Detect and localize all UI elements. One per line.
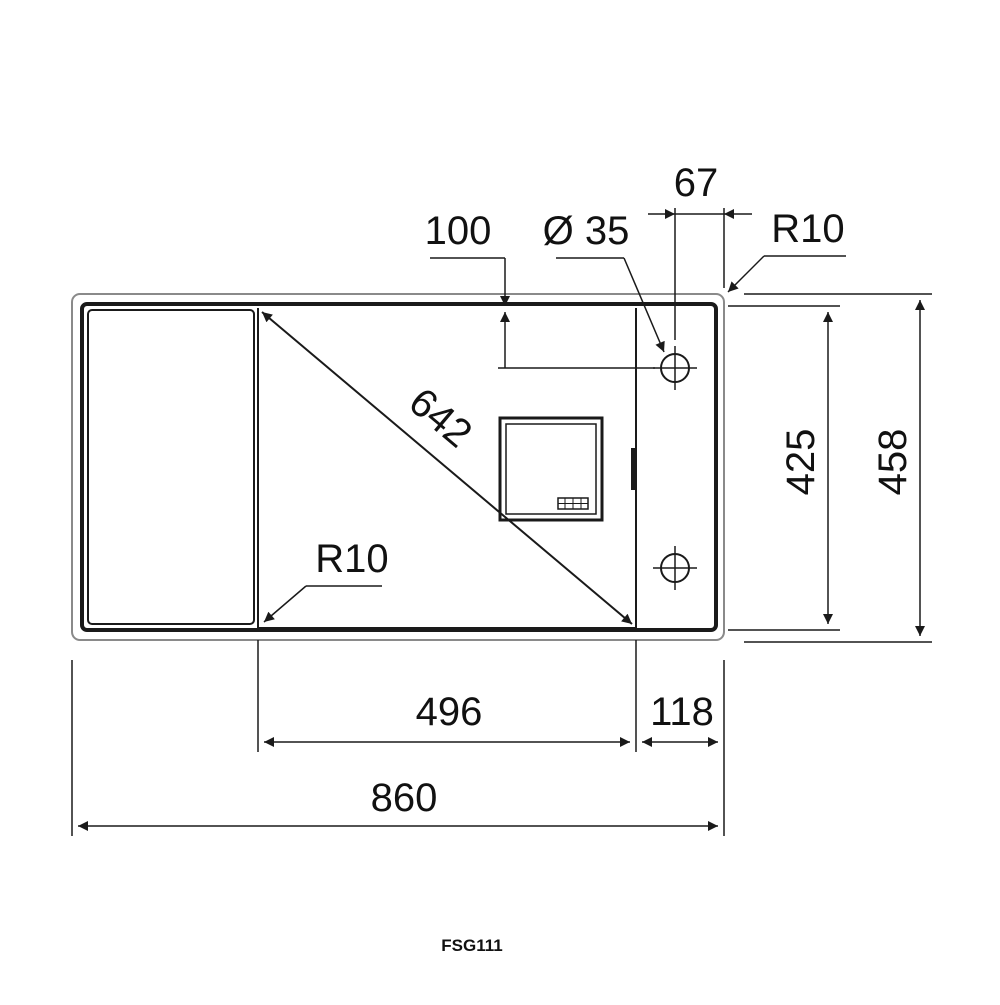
dimension-tap-ledge: 118 — [642, 660, 725, 836]
tap-offset-label: 100 — [425, 209, 492, 253]
tap-hole-bottom — [653, 546, 697, 590]
dimension-radius-bowl: R10 — [263, 537, 389, 623]
tap-hole-top — [653, 346, 697, 390]
sink-inner-rim — [80, 302, 718, 632]
tap-diameter-label: Ø 35 — [543, 209, 630, 253]
overall-depth-label: 458 — [871, 429, 915, 496]
tap-ledge-label: 118 — [650, 690, 714, 734]
overall-width-label: 860 — [371, 776, 438, 820]
dimension-tap-offset: 100 — [425, 209, 655, 369]
dimension-bowl-depth: 425 — [728, 305, 840, 631]
bowl-depth-label: 425 — [779, 429, 823, 496]
diagonal-label: 642 — [401, 380, 480, 457]
bowl-width-label: 496 — [416, 690, 483, 734]
radius-bowl-label: R10 — [315, 537, 388, 581]
radius-outer-label: R10 — [771, 207, 844, 251]
drain-outer — [498, 416, 604, 522]
dimension-overall-width: 860 — [71, 660, 718, 836]
tap-edge-label: 67 — [674, 161, 719, 205]
drainer-area — [87, 309, 255, 625]
sink-outer-edge — [71, 293, 725, 641]
overflow-slot — [631, 448, 636, 490]
sink-outline — [71, 293, 725, 641]
dimension-tap-diameter: Ø 35 — [543, 209, 665, 353]
drain-basket — [498, 416, 604, 522]
dimension-tap-edge: 67 — [648, 161, 752, 340]
dimension-overall-depth: 458 — [744, 293, 932, 643]
dimension-bowl-width: 496 — [257, 640, 637, 752]
model-label: FSG111 — [441, 936, 502, 955]
drain-inner — [505, 423, 597, 515]
dimension-radius-outer: R10 — [727, 207, 846, 293]
